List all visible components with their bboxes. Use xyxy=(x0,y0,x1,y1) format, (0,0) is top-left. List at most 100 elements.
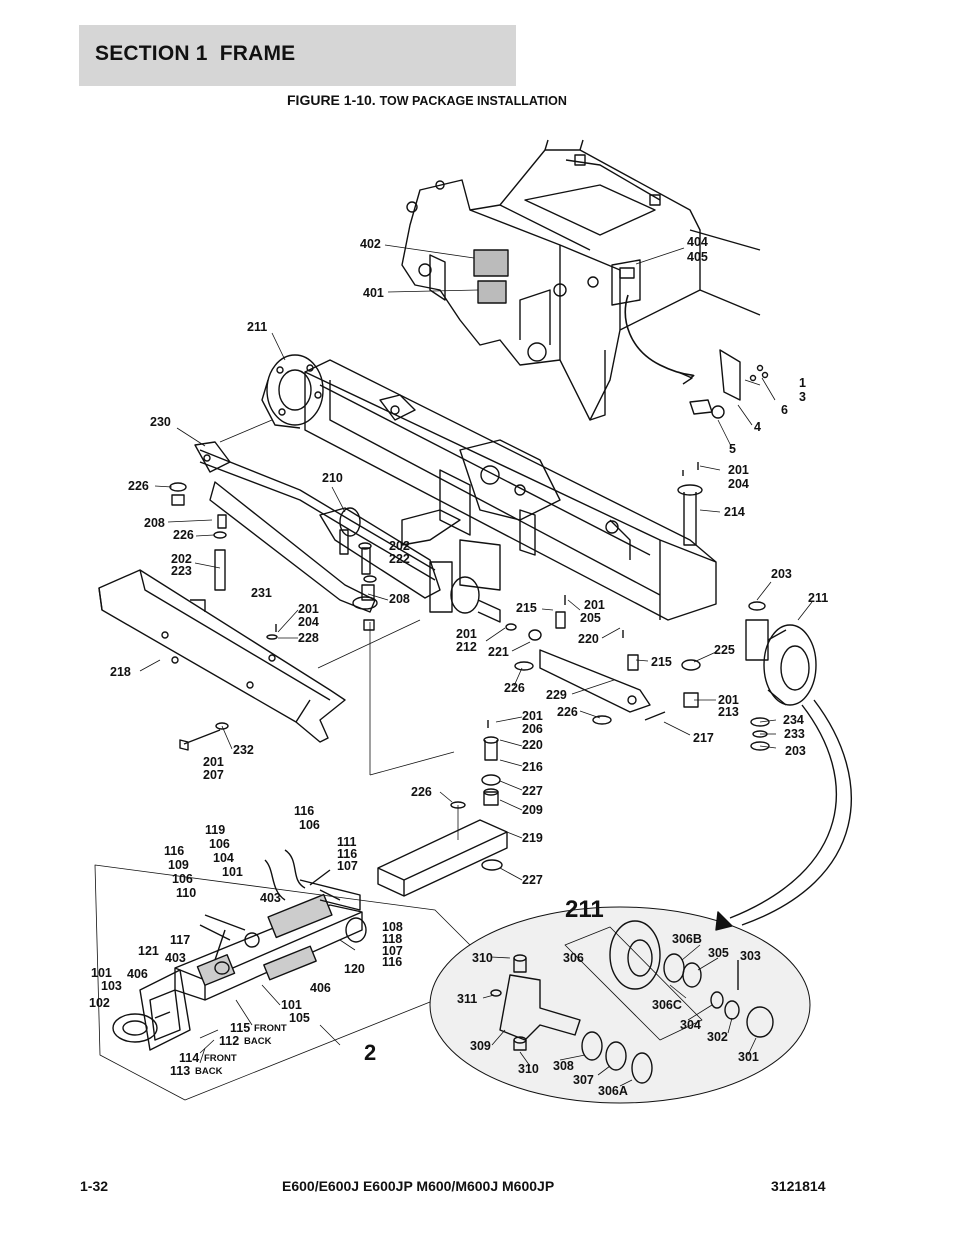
callout: 223 xyxy=(171,564,192,578)
bumper xyxy=(98,569,346,751)
callout: 225 xyxy=(714,643,735,657)
callout: 106 xyxy=(172,872,193,886)
callout: 3 xyxy=(799,390,806,404)
callout: 215 xyxy=(516,601,537,615)
callout: 305 xyxy=(708,946,729,960)
assembly-2-label: 2 xyxy=(364,1040,376,1065)
callout: 210 xyxy=(322,471,343,485)
callout: 227 xyxy=(522,873,543,887)
callout: 114 xyxy=(179,1051,199,1065)
callout: 204 xyxy=(298,615,319,629)
callout: 116 xyxy=(337,847,357,861)
callout: 1 xyxy=(799,376,806,390)
figure-number: FIGURE 1-10. xyxy=(287,92,376,108)
sublabel-back: BACK xyxy=(195,1066,223,1077)
callout: 208 xyxy=(389,592,410,606)
callout: 4 xyxy=(754,420,761,434)
callout: 203 xyxy=(771,567,792,581)
callout: 107 xyxy=(382,944,403,958)
callout: 233 xyxy=(784,727,805,741)
hub-inset-title: 211 xyxy=(565,896,604,923)
callout: 309 xyxy=(470,1039,491,1053)
callout: 229 xyxy=(546,688,567,702)
callout: 201 xyxy=(584,598,605,612)
callout: 201 xyxy=(522,709,543,723)
callout: 230 xyxy=(150,415,171,429)
axle-assembly xyxy=(169,349,817,751)
callout: 201 xyxy=(456,627,477,641)
callout: 116 xyxy=(294,804,314,818)
callout: 222 xyxy=(389,552,410,566)
section-title: SECTION 1 FRAME xyxy=(95,42,296,65)
callout: 102 xyxy=(89,996,110,1010)
callout: 401 xyxy=(363,286,384,300)
callout: 204 xyxy=(728,477,749,491)
callout: 207 xyxy=(203,768,224,782)
callout: 101 xyxy=(281,998,302,1012)
callout-labels: 402 404 405 401 211 1 3 6 4 5 230 201 20… xyxy=(89,235,828,1098)
callout: 404 xyxy=(687,235,708,249)
callout: 113 xyxy=(170,1064,190,1078)
callout: 101 xyxy=(222,865,243,879)
callout: 403 xyxy=(165,951,186,965)
callout: 203 xyxy=(785,744,806,758)
callout: 226 xyxy=(128,479,149,493)
callout: 311 xyxy=(457,992,477,1006)
callout: 226 xyxy=(557,705,578,719)
hitch-assembly xyxy=(94,849,471,1101)
callout: 310 xyxy=(472,951,493,965)
leader-lines xyxy=(139,244,813,881)
page-number: 1-32 xyxy=(80,1178,109,1194)
callout: 116 xyxy=(164,844,184,858)
callout: 116 xyxy=(382,955,402,969)
figure-caption: TOW PACKAGE INSTALLATION xyxy=(379,94,567,108)
callout: 405 xyxy=(687,250,708,264)
callout: 217 xyxy=(693,731,714,745)
callout: 304 xyxy=(680,1018,701,1032)
callout: 310 xyxy=(518,1062,539,1076)
callout: 205 xyxy=(580,611,601,625)
callout: 202 xyxy=(389,539,410,553)
sublabel-back: BACK xyxy=(244,1036,272,1047)
callout: 303 xyxy=(740,949,761,963)
callout: 306B xyxy=(672,932,702,946)
callout: 215 xyxy=(651,655,672,669)
callout: 228 xyxy=(298,631,319,645)
callout: 121 xyxy=(138,944,159,958)
callout: 206 xyxy=(522,722,543,736)
callout: 231 xyxy=(251,586,272,600)
model-list: E600/E600J E600JP M600/M600J M600JP xyxy=(282,1178,555,1194)
callout: 211 xyxy=(247,320,267,334)
callout: 406 xyxy=(127,967,148,981)
callout: 234 xyxy=(783,713,804,727)
callout: 110 xyxy=(176,886,196,900)
callout: 209 xyxy=(522,803,543,817)
callout: 103 xyxy=(101,979,122,993)
callout: 227 xyxy=(522,784,543,798)
chassis-frame xyxy=(401,139,761,421)
callout: 306A xyxy=(598,1084,628,1098)
callout: 212 xyxy=(456,640,477,654)
figure-title: FIGURE 1-10. TOW PACKAGE INSTALLATION xyxy=(287,92,567,108)
callout: 105 xyxy=(289,1011,310,1025)
callout: 226 xyxy=(411,785,432,799)
callout: 201 xyxy=(203,755,224,769)
callout: 306C xyxy=(652,998,682,1012)
callout: 218 xyxy=(110,665,131,679)
callout: 115 xyxy=(230,1021,250,1035)
callout: 226 xyxy=(504,681,525,695)
callout: 220 xyxy=(522,738,543,752)
callout: 106 xyxy=(299,818,320,832)
callout: 403 xyxy=(260,891,281,905)
callout: 104 xyxy=(213,851,234,865)
callout: 112 xyxy=(219,1034,239,1048)
callout: 202 xyxy=(171,552,192,566)
callout: 214 xyxy=(724,505,745,519)
callout: 201 xyxy=(728,463,749,477)
callout: 302 xyxy=(707,1030,728,1044)
sublabel-front: FRONT xyxy=(254,1023,287,1034)
callout: 402 xyxy=(360,237,381,251)
callout: 301 xyxy=(738,1050,759,1064)
callout: 220 xyxy=(578,632,599,646)
